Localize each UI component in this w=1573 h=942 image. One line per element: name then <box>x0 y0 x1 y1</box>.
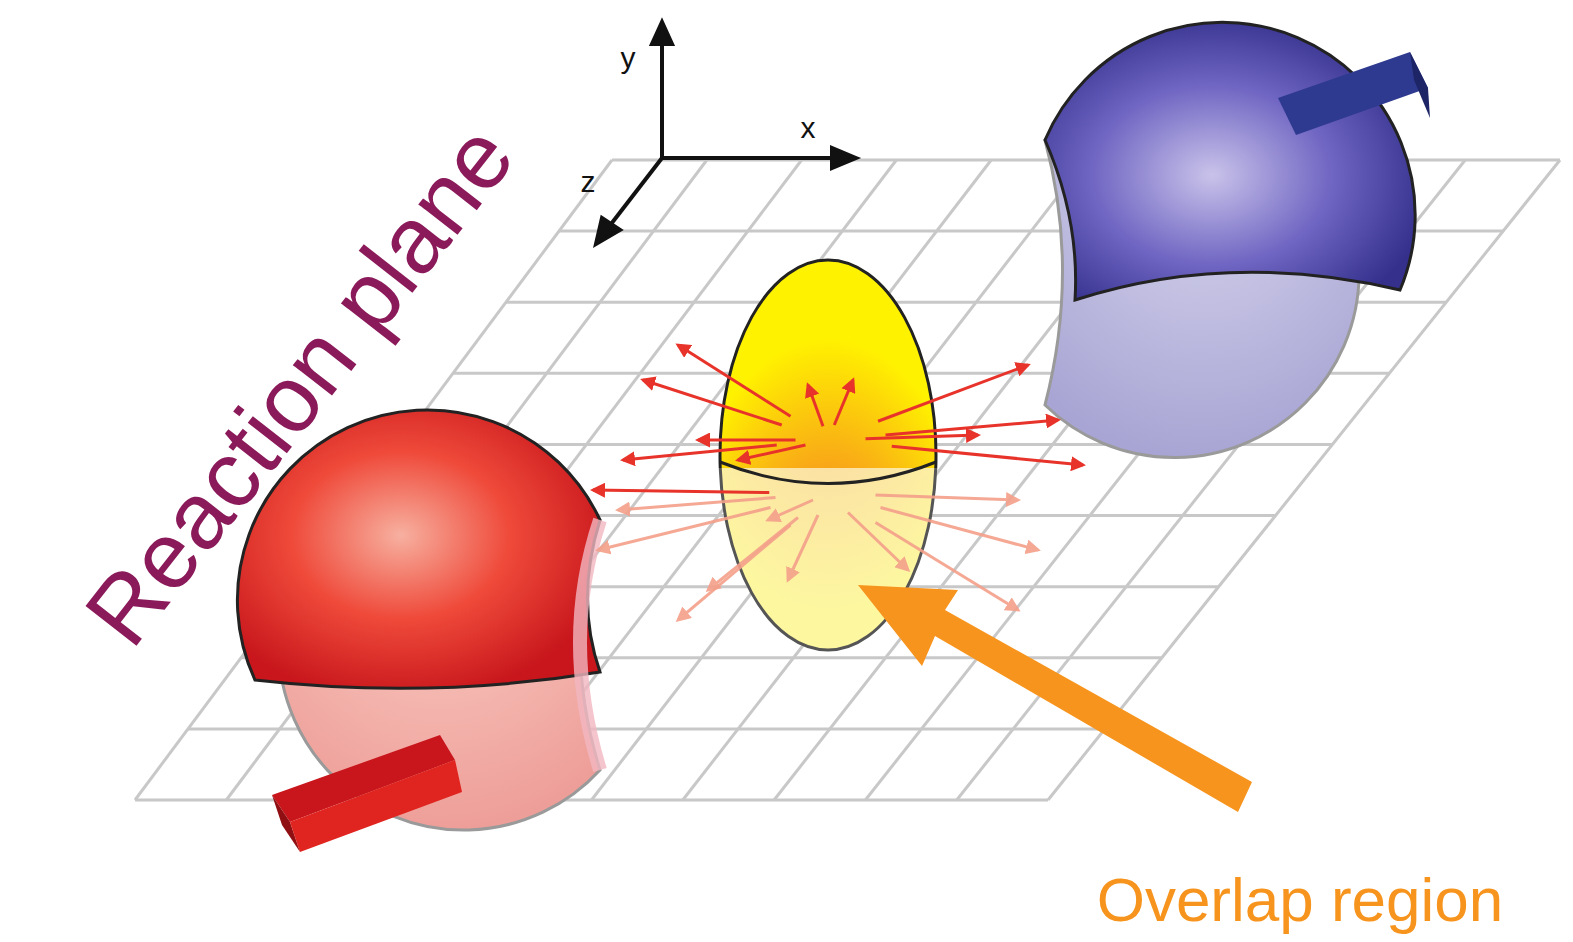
axes <box>596 22 856 244</box>
flow-arrow <box>698 439 796 442</box>
grid-line <box>135 799 1048 802</box>
flow-arrow <box>678 525 791 620</box>
flow-arrow <box>598 508 771 551</box>
flow-arrow <box>848 513 908 571</box>
callout-label: Overlap region <box>1097 869 1504 931</box>
flow-arrow <box>834 380 853 425</box>
flow-arrow <box>593 490 769 493</box>
flow-arrow <box>876 495 1019 500</box>
flow-arrow <box>892 446 1083 465</box>
overlap-pointer-arrow <box>858 585 1252 812</box>
axis-label: z <box>581 167 596 197</box>
flow-arrow <box>768 500 813 520</box>
flow-arrows <box>593 345 1083 620</box>
flow-arrow <box>738 445 806 460</box>
beam-arrow-red <box>272 735 462 852</box>
flow-arrow <box>643 380 782 425</box>
flow-arrow <box>881 508 1039 551</box>
flow-arrow <box>808 385 823 426</box>
flow-arrow <box>618 498 776 511</box>
flow-arrow <box>678 345 791 416</box>
beam-arrow-blue <box>1278 52 1430 135</box>
flow-arrow <box>878 365 1028 421</box>
grid-line <box>592 160 1087 800</box>
flow-arrow <box>886 420 1059 435</box>
axis-label: y <box>621 43 636 73</box>
flow-arrow <box>788 515 818 580</box>
flow-arrow <box>866 435 979 439</box>
red-nucleus <box>237 410 600 830</box>
axis-label: x <box>801 113 816 143</box>
